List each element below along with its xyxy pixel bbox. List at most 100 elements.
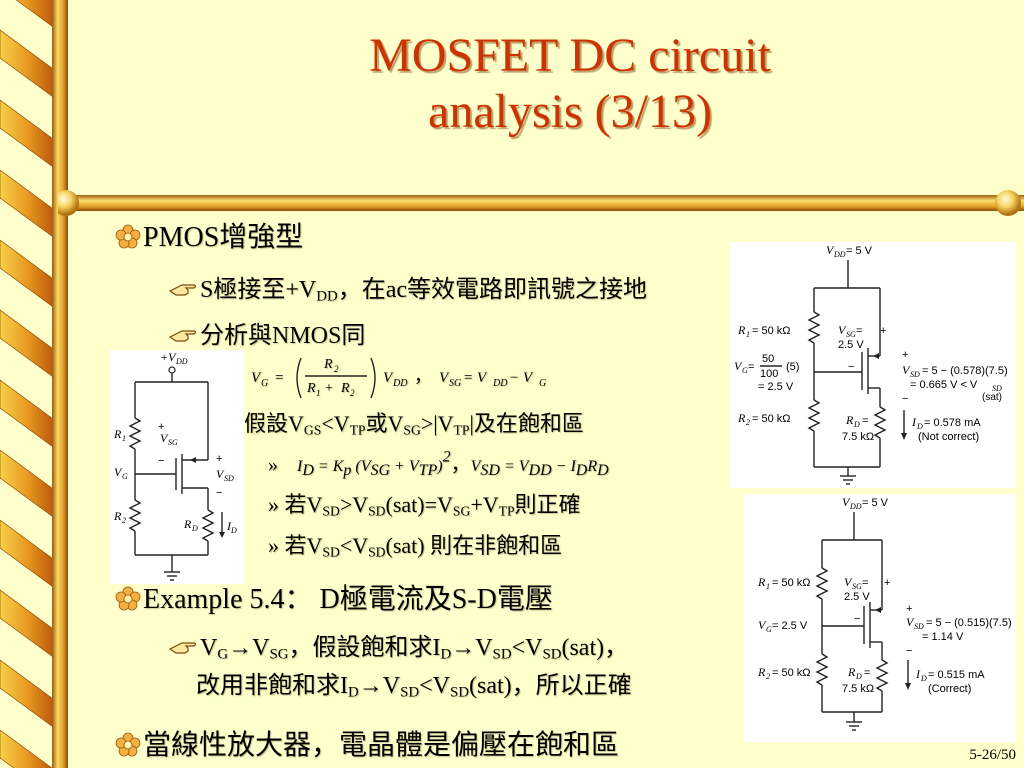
nonsat-line-sd2: SD bbox=[449, 684, 469, 701]
ct-vsg-minus: − bbox=[848, 361, 854, 373]
title-line-1: MOSFET DC circuit bbox=[369, 29, 771, 82]
cb-r2-sub: 2 bbox=[766, 672, 770, 681]
chevron-stripe bbox=[0, 659, 61, 733]
cl-vsg-sub: SG bbox=[168, 438, 178, 447]
assume-gt: >|V bbox=[420, 411, 454, 436]
cb-vg: V bbox=[758, 618, 767, 632]
eq-id-minus: − I bbox=[551, 458, 576, 475]
bullet-example: Example 5.4： D極電流及S-D電壓 bbox=[115, 584, 553, 616]
eq-id-i: I bbox=[297, 458, 303, 475]
ct-vsd-val2: = 0.665 V < V bbox=[910, 379, 978, 391]
cb-r2: R bbox=[757, 665, 766, 679]
if-correct-sat: (sat)=V bbox=[385, 492, 453, 517]
ct-rd-sub: D bbox=[853, 420, 860, 429]
eq-vg-vdd-sub: DD bbox=[392, 378, 408, 389]
cl-vsg-plus: + bbox=[158, 421, 164, 433]
cb-vdd-sub: DD bbox=[849, 502, 862, 511]
eq-id-paren: (V bbox=[351, 458, 371, 475]
bullet-analysis-same: 分析與NMOS同 bbox=[168, 322, 365, 350]
ct-vsd-sub: SD bbox=[910, 370, 920, 379]
if-correct-plus: +V bbox=[470, 492, 499, 517]
eq-vg-r1: R bbox=[306, 381, 316, 396]
cl-id: I bbox=[226, 519, 232, 533]
bullet-pmos-text: PMOS增強型 bbox=[143, 222, 304, 253]
if-correct-sd2: SD bbox=[368, 503, 386, 519]
cb-vsg-eq: = bbox=[862, 577, 868, 589]
cb-id-val: = 0.515 mA bbox=[928, 669, 985, 681]
ct-r2-val: = 50 kΩ bbox=[752, 413, 791, 425]
vg-line-arrow2: → bbox=[451, 635, 476, 661]
chevron-stripe bbox=[0, 379, 61, 453]
eq-vsg-eq2: = V bbox=[463, 370, 488, 386]
ct-vsd: V bbox=[902, 363, 911, 377]
ct-id-sub: D bbox=[916, 422, 923, 431]
ct-vdd-sub: DD bbox=[833, 250, 846, 259]
cb-r2-val: = 50 kΩ bbox=[772, 667, 811, 679]
pointing-hand-icon bbox=[168, 642, 197, 654]
eq-id-vsg-sub: SG bbox=[370, 462, 391, 479]
if-correct-sd: SD bbox=[322, 503, 340, 519]
eq-vsg-v: V bbox=[439, 370, 450, 386]
chevron-stripe bbox=[0, 169, 61, 243]
cb-vsg-minus: − bbox=[854, 613, 860, 625]
vg-line-v: V bbox=[200, 635, 218, 661]
ct-r1: R bbox=[737, 323, 746, 337]
eq-vg-r2b: R bbox=[340, 381, 350, 396]
nonsat-line-arrow: → bbox=[358, 673, 383, 699]
assume-tp2: TP bbox=[453, 422, 470, 438]
nonsat-line-pre: 改用非飽和求I bbox=[196, 673, 348, 699]
ct-r2: R bbox=[737, 411, 746, 425]
vg-line-v2: V bbox=[252, 635, 270, 661]
eq-vg-plus: + bbox=[325, 381, 333, 396]
ct-vg-sub: G bbox=[742, 366, 748, 375]
equation-id: » ID = Kp (VSG + VTP)2，VSD = VDD − IDRD bbox=[268, 448, 609, 479]
cl-vsd-plus: + bbox=[216, 453, 222, 465]
if-correct-pre: 若V bbox=[284, 492, 323, 517]
assume-or: 或V bbox=[365, 411, 404, 436]
cl-vdd-sub: DD bbox=[175, 357, 188, 366]
eq-vg-r2b-sub: 2 bbox=[350, 388, 355, 398]
cl-vsd-minus: − bbox=[216, 487, 222, 499]
vg-line-arrow: → bbox=[228, 635, 253, 661]
bullet-if-nonsat: » 若VSD<VSD(sat) 則在非飽和區 bbox=[268, 533, 562, 559]
cb-r1: R bbox=[757, 575, 766, 589]
flower-bullet-icon bbox=[115, 586, 141, 611]
cb-vsd-plus: + bbox=[906, 603, 912, 615]
vg-line-v3: V bbox=[475, 635, 493, 661]
s-to-vdd-post: ，在ac等效電路即訊號之接地 bbox=[337, 277, 648, 303]
nonsat-line-d: D bbox=[348, 684, 359, 701]
flower-bullet-icon bbox=[115, 224, 141, 249]
bullet-nonsat-line: 改用非飽和求ID→VSD<VSD(sat)，所以正確 bbox=[196, 672, 632, 700]
assume-pre: 假設V bbox=[244, 411, 304, 436]
vg-line-post: (sat)， bbox=[561, 635, 629, 661]
equation-vg-formula: V G = R 2 R 1 + R 2 V DD ， V SG = V DD −… bbox=[251, 357, 546, 399]
cb-vsd-sub: SD bbox=[914, 622, 924, 631]
cb-vg-val: = 2.5 V bbox=[772, 620, 808, 632]
ct-id: I bbox=[911, 415, 917, 429]
cl-vsg-minus: − bbox=[158, 455, 164, 467]
cl-r2-sub: 2 bbox=[122, 516, 126, 525]
vg-line-sg: SG bbox=[269, 646, 289, 663]
cb-rd-val: 7.5 kΩ bbox=[842, 683, 874, 695]
chevron-stripe bbox=[0, 239, 61, 313]
cb-id-note: (Correct) bbox=[928, 683, 971, 695]
s-to-vdd-pre: S極接至+V bbox=[200, 277, 317, 303]
ct-vsg-eq: = bbox=[856, 325, 862, 337]
vg-line-g: G bbox=[217, 646, 229, 663]
chevron-stripe bbox=[0, 589, 61, 663]
eq-id-vtp-sub: TP bbox=[418, 462, 438, 479]
bullet-vg-line: VG→VSG，假設飽和求ID→VSD<VSD(sat)， bbox=[168, 634, 628, 662]
ct-vg-val: = 2.5 V bbox=[758, 381, 794, 393]
cl-rd-sub: D bbox=[191, 524, 198, 533]
pointing-hand-icon bbox=[168, 284, 197, 296]
assume-post: |及在飽和區 bbox=[469, 411, 584, 436]
cb-vsd: V bbox=[906, 615, 915, 629]
cb-vsg-val: 2.5 V bbox=[844, 591, 870, 603]
if-nonsat-lt: <V bbox=[339, 533, 369, 558]
chevron-stripe bbox=[0, 99, 61, 173]
title-line-2: analysis (3/13) bbox=[428, 85, 712, 138]
cl-vsd: V bbox=[216, 467, 225, 481]
circuit-bottom-panel: V DD = 5 V R 1 = 50 kΩ V G = 2.5 V R 2 =… bbox=[744, 494, 1016, 742]
vg-line-mid: ，假設飽和求I bbox=[288, 635, 441, 661]
